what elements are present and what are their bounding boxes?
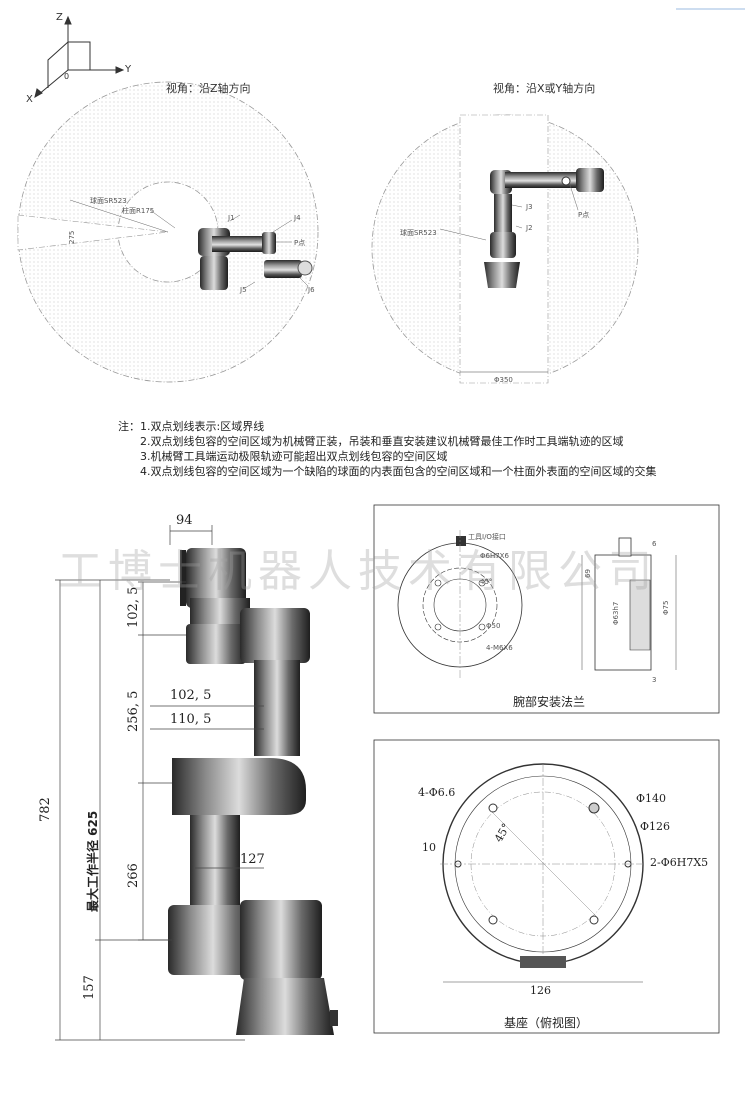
base-dim10-label: 10 (422, 841, 436, 854)
reach-circle-left (17, 81, 319, 383)
left-sphere-label: 球面SR523 (90, 197, 127, 205)
dim-256-5: 256, 5 (126, 690, 141, 732)
axis-z-label: Z (56, 12, 63, 23)
right-j2-label: J2 (526, 224, 533, 232)
flange-6-label: 6 (652, 540, 657, 548)
note-4: 4.双点划线包容的空间区域为一个缺陷的球面的内表面包含的空间区域和一个柱面外表面… (140, 465, 657, 478)
robot-side-view (168, 548, 338, 1035)
right-view-title: 视角：沿X或Y轴方向 (493, 82, 596, 95)
dim-102-5: 102, 5 (170, 688, 212, 703)
watermark: 工博士机器人技术有限公司 (58, 546, 658, 597)
axis-x-label: X (26, 94, 33, 105)
left-j4-label: J4 (294, 214, 301, 222)
left-cyl-label: 柱面R175 (122, 207, 155, 215)
base-pins-label: 2-Φ6H7X5 (650, 856, 709, 869)
flange-m6-label: Φ6H7X6 (480, 552, 509, 560)
left-j5-label: J5 (240, 286, 247, 294)
left-p-label: P点 (294, 239, 306, 247)
axis-origin-label: 0 (64, 72, 70, 81)
base-top-view (440, 763, 646, 983)
flange-phi75-label: Φ75 (662, 600, 670, 615)
note-2: 2.双点划线包容的空间区域为机械臂正装，吊装和垂直安装建议机械臂最佳工作时工具端… (140, 435, 624, 448)
left-view-title: 视角：沿Z轴方向 (166, 82, 251, 95)
note-1: 注：1.双点划线表示:区域界线 (118, 420, 265, 433)
dim-127: 127 (240, 852, 265, 867)
flange-caption: 腕部安装法兰 (513, 695, 586, 709)
dim-782: 782 (38, 797, 53, 822)
flange-3-label: 3 (652, 676, 657, 684)
base-phi140-label: Φ140 (636, 792, 667, 805)
left-side-dim: 275 (68, 230, 76, 244)
robot-top-left (198, 214, 313, 290)
dim-110-5: 110, 5 (170, 712, 212, 727)
base-box (373, 739, 720, 1034)
left-j1-label: J1 (228, 214, 235, 222)
left-j6-label: J6 (308, 286, 315, 294)
base-holes-label: 4-Φ6.6 (418, 786, 456, 799)
robot-top-right (484, 168, 604, 288)
right-dim-label: Φ350 (494, 376, 513, 384)
dim-266: 266 (126, 863, 141, 888)
base-caption: 基座（俯视图） (504, 1016, 589, 1030)
flange-m6x6-label: 4-M6X6 (486, 644, 513, 652)
base-phi126-label: Φ126 (640, 820, 671, 833)
axis-y-label: Y (125, 64, 132, 75)
flange-box (373, 504, 720, 714)
base-dim126-label: 126 (530, 984, 551, 997)
flange-69-label: 69 (584, 569, 592, 578)
flange-front-view (397, 530, 523, 680)
max-radius-label: 最大工作半径 625 (86, 810, 100, 912)
axes-diagram (34, 15, 125, 99)
dim-94: 94 (176, 513, 193, 528)
dim-157: 157 (82, 975, 97, 1000)
right-j3-label: J3 (526, 203, 533, 211)
note-3: 3.机械臂工具端运动极限轨迹可能超出双点划线包容的空间区域 (140, 450, 448, 463)
flange-tool-io: 工具I/O接口 (468, 533, 506, 541)
flange-phi63-label: Φ63h7 (612, 601, 620, 625)
side-view-dimensions (55, 525, 264, 1041)
right-p-label: P点 (578, 211, 590, 219)
flange-side-view (581, 537, 677, 671)
flange-45-label: 45° (480, 578, 493, 586)
right-sphere-label: 球面SR523 (400, 229, 437, 237)
flange-50-label: Φ50 (486, 622, 501, 630)
